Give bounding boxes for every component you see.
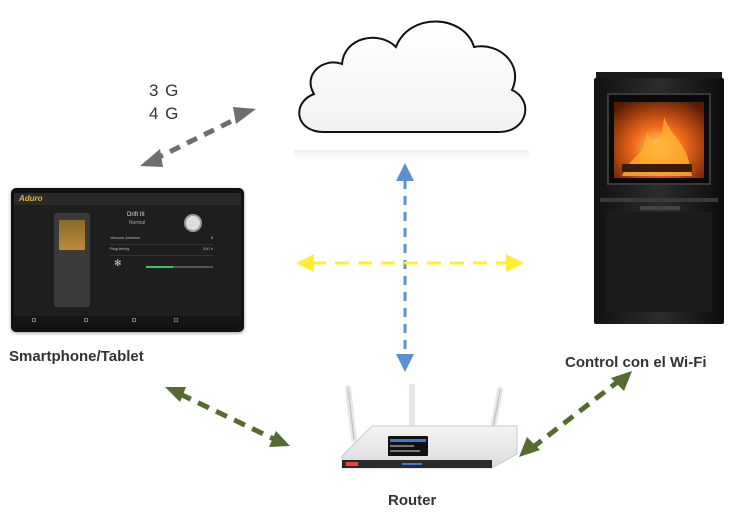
app-header: Aduro (14, 193, 241, 205)
back-icon (32, 318, 36, 322)
app-setting-value: 300 h (202, 246, 213, 251)
brand-logo: Aduro (19, 194, 43, 203)
cloud-icon (294, 20, 529, 160)
internet-arrow (396, 163, 414, 372)
router-image (341, 384, 518, 469)
app-slider (146, 266, 213, 268)
network-label-4g: 4 G (149, 104, 180, 123)
lan-arrow-right (519, 371, 632, 457)
app-setting-label: Regulering (110, 246, 130, 251)
router-caption: Router (388, 492, 437, 509)
app-stove-window (59, 220, 85, 250)
app-setting-value: 8 (210, 235, 213, 240)
recents-icon (132, 318, 136, 322)
home-icon (84, 318, 88, 322)
app-model-name: Drift III (127, 212, 145, 218)
fan-icon: ✻ (114, 258, 122, 268)
app-slider-fill (146, 266, 173, 268)
tablet-screen: Aduro Drift III Normal Vacuum Aradlom 8 … (14, 193, 241, 324)
network-labels: 3 G 4 G (149, 79, 179, 125)
tablet-caption: Smartphone/Tablet (9, 348, 144, 365)
direct-wifi-arrow (296, 254, 524, 272)
lan-arrow-left (165, 387, 290, 447)
stove-image (594, 72, 724, 324)
app-setting-row: Regulering 300 h (110, 246, 213, 256)
app-setting-label: Vacuum Aradlom (110, 235, 141, 240)
app-mode: Normal (129, 220, 146, 226)
power-dial-icon (184, 214, 202, 232)
tablet-device: Aduro Drift III Normal Vacuum Aradlom 8 … (11, 188, 244, 332)
cellular-arrow (140, 107, 256, 167)
app-setting-row: Vacuum Aradlom 8 (110, 235, 213, 245)
menu-icon (174, 318, 178, 322)
network-label-3g: 3 G (149, 81, 180, 100)
android-navbar (14, 316, 241, 324)
stove-caption: Control con el Wi-Fi (565, 354, 707, 371)
